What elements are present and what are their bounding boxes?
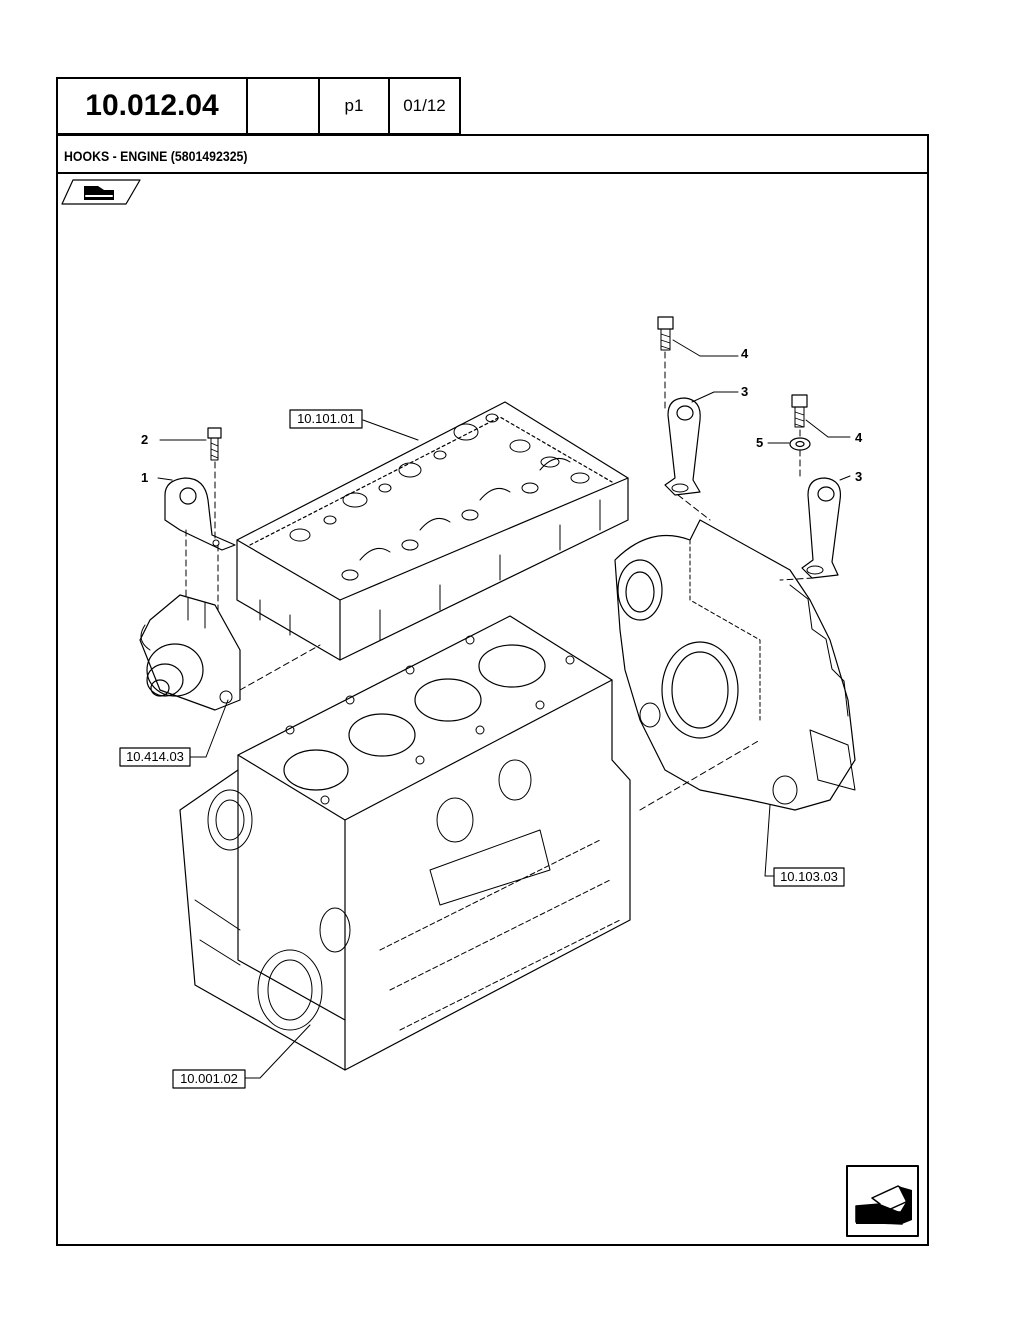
ref-box-engine-block[interactable] [172,1069,246,1089]
lifting-eye-3-right[interactable] [801,477,842,579]
hand-pointer-icon[interactable] [61,179,141,205]
cylinder-head [236,401,629,661]
page-title: HOOKS - ENGINE (5801492325) [64,148,248,164]
flywheel-housing [614,519,856,811]
washer-5[interactable] [789,437,811,451]
callout-3-right: 3 [855,469,862,484]
bolt-4-right[interactable] [791,394,808,428]
callout-3-upper: 3 [741,384,748,399]
ref-cylinder-head[interactable]: 10.101.01 [297,411,355,426]
callout-4-upper: 4 [741,346,749,361]
ref-water-pump[interactable]: 10.414.03 [126,749,184,764]
bolt-2[interactable] [207,427,222,461]
title-bar: HOOKS - ENGINE (5801492325) [58,136,927,174]
leader-lines [157,339,851,1079]
lifting-eye-1[interactable] [164,477,236,551]
ref-engine-block[interactable]: 10.001.02 [180,1071,238,1086]
ref-box-water-pump[interactable] [119,747,191,767]
callout-5: 5 [756,435,763,450]
ref-box-cylinder-head[interactable] [289,409,363,429]
bolt-4-upper[interactable] [657,316,674,351]
ref-box-flywheel-housing[interactable] [773,867,845,887]
water-pump [139,594,241,711]
diagram-frame: HOOKS - ENGINE (5801492325) [56,134,929,1246]
callout-1: 1 [141,470,148,485]
callout-4-right: 4 [855,430,863,445]
engine-block [179,615,631,1071]
callout-2: 2 [141,432,148,447]
ref-flywheel-housing[interactable]: 10.103.03 [780,869,838,884]
assembly-lines [185,351,814,811]
lifting-eye-3-upper[interactable] [664,397,701,496]
next-page-arrow-icon[interactable] [846,1165,919,1237]
